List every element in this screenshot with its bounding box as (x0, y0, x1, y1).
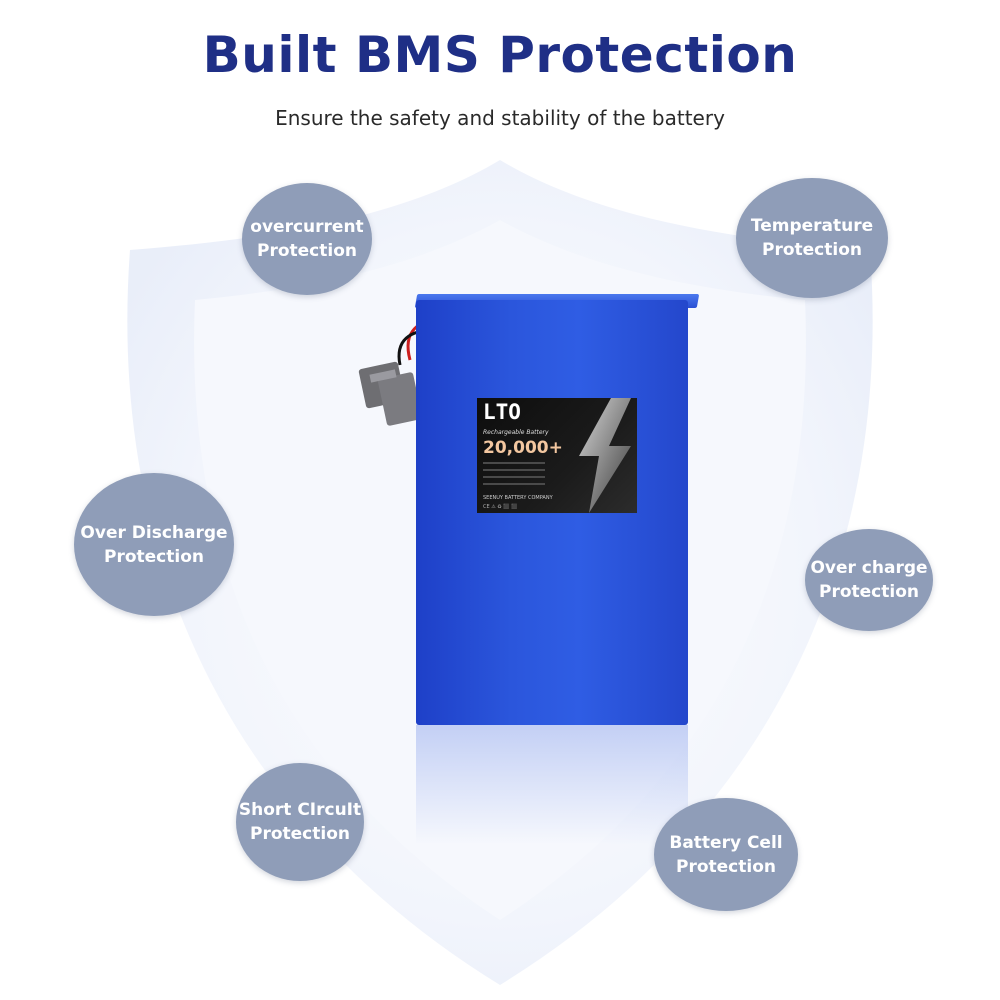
spec-line (483, 483, 545, 485)
page-title: Built BMS Protection (202, 26, 798, 84)
battery-cycles: 20,000+ (483, 438, 563, 458)
page-subtitle: Ensure the safety and stability of the b… (275, 106, 725, 130)
battery-type: LTO (483, 400, 521, 424)
badge-line1: Temperature (750, 216, 874, 236)
spec-line (483, 469, 545, 471)
badge-line1: Short CIrcuIt (238, 800, 362, 820)
certification-marks: CE ⚠ ♻ ⬛ ⬛ (483, 504, 518, 510)
lightning-icon (579, 398, 631, 513)
badge-line2: Protection (762, 240, 862, 260)
badge-line1: overcurrent (250, 217, 364, 237)
battery-subtitle: Rechargeable Battery (483, 429, 549, 436)
badge-line1: Battery Cell (669, 832, 783, 853)
spec-line (483, 462, 545, 464)
over-charge-protection-badge: Over charge Protection (805, 529, 933, 631)
short-circuit-protection-badge: Short CIrcuIt Protection (236, 763, 364, 881)
badge-line1: Over Discharge (80, 522, 228, 543)
badge-line2: Protection (819, 582, 919, 602)
battery-company: SEENUY BATTERY COMPANY (483, 495, 553, 501)
badge-line2: Protection (676, 856, 776, 877)
badge-line1: Over charge (810, 558, 928, 578)
battery-label: LTO Rechargeable Battery 20,000+ SEENUY … (477, 398, 637, 513)
battery-reflection (416, 725, 688, 845)
badge-line2: Protection (104, 546, 204, 567)
battery-cell-protection-badge: Battery Cell Protection (654, 798, 798, 911)
over-discharge-protection-badge: Over Discharge Protection (74, 473, 234, 616)
badge-line2: Protection (250, 824, 350, 844)
badge-line2: Protection (257, 241, 357, 261)
overcurrent-protection-badge: overcurrent Protection (242, 183, 372, 295)
temperature-protection-badge: Temperature Protection (736, 178, 888, 298)
spec-line (483, 476, 545, 478)
